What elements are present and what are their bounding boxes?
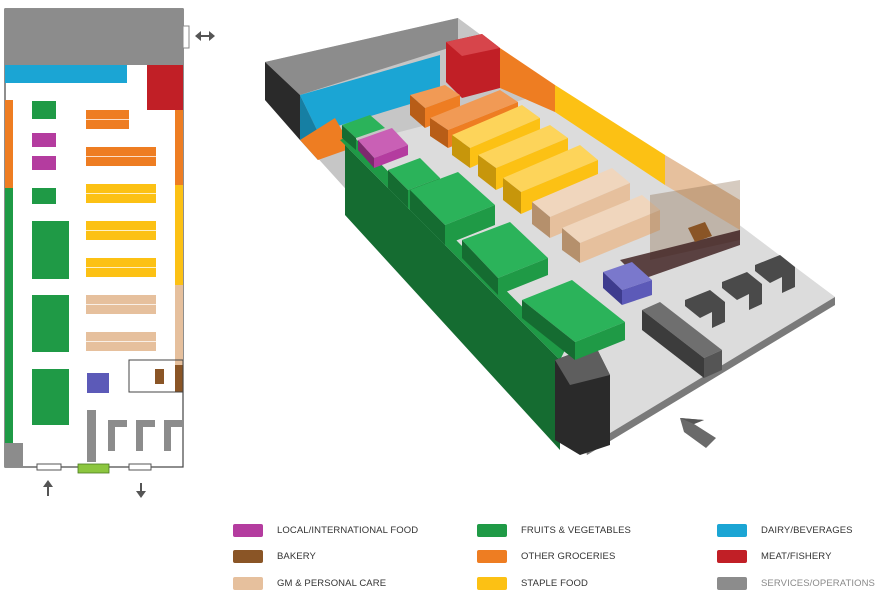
checkout-counters xyxy=(108,420,183,451)
iso-fixture-green-4 xyxy=(522,280,625,360)
fixture-green-2 xyxy=(32,188,56,204)
iso-fixture-green-3 xyxy=(462,222,548,295)
legend-label: STAPLE FOOD xyxy=(521,577,588,589)
right-wall-other-groceries xyxy=(175,110,183,185)
dairy-strip xyxy=(5,65,127,83)
legend-swatch xyxy=(233,549,263,563)
services-back-block xyxy=(5,9,183,65)
legend-item: OTHER GROCERIES xyxy=(477,548,615,564)
isometric-store-view xyxy=(265,18,835,455)
arrow-up-icon xyxy=(43,480,53,496)
legend-swatch xyxy=(477,576,507,590)
legend-label: DAIRY/BEVERAGES xyxy=(761,524,853,536)
right-wall-gm xyxy=(175,285,183,365)
service-door xyxy=(77,463,110,474)
legend-item: DAIRY/BEVERAGES xyxy=(717,522,853,538)
legend-label: SERVICES/OPERATIONS xyxy=(761,577,875,589)
legend-label: GM & PERSONAL CARE xyxy=(277,577,387,589)
iso-left-wall-green-face xyxy=(345,145,560,450)
legend-swatch xyxy=(477,549,507,563)
legend-item: SERVICES/OPERATIONS xyxy=(717,575,875,591)
exit-door xyxy=(128,463,152,471)
fixture-green-1 xyxy=(32,101,56,119)
double-arrow-horizontal-icon xyxy=(195,31,215,41)
legend-label: LOCAL/INTERNATIONAL FOOD xyxy=(277,524,419,536)
iso-checkout-counter-1 xyxy=(685,290,725,328)
iso-checkout-counters xyxy=(685,255,795,328)
iso-checkout-counter-2 xyxy=(722,272,762,310)
fixture-local-2 xyxy=(32,156,56,170)
iso-left-wall-orange xyxy=(300,118,352,160)
legend-item: STAPLE FOOD xyxy=(477,575,588,591)
left-wall-other-groceries xyxy=(5,100,13,188)
fixture-green-4 xyxy=(32,295,69,352)
shelf-staple-2 xyxy=(86,221,156,240)
legend-item: MEAT/FISHERY xyxy=(717,548,832,564)
legend-item: FRUITS & VEGETABLES xyxy=(477,522,631,538)
right-wall-bakery xyxy=(175,365,183,392)
checkout-lane-bar xyxy=(87,410,96,462)
meat-block xyxy=(147,65,183,110)
iso-meat-top xyxy=(446,34,500,56)
legend-label: BAKERY xyxy=(277,550,316,562)
iso-bakery-floor xyxy=(620,230,740,280)
iso-right-wall-staple xyxy=(555,85,665,185)
shelf-orange-2 xyxy=(86,147,156,166)
legend-item: GM & PERSONAL CARE xyxy=(233,575,386,591)
legend-item: BAKERY xyxy=(233,548,316,564)
iso-fixture-green-small xyxy=(342,115,385,150)
floor-edge xyxy=(587,297,835,455)
bakery-area-outline xyxy=(128,359,184,393)
iso-dairy-wall xyxy=(300,55,440,132)
right-wall-staple xyxy=(175,185,183,285)
left-wall-fruits-veg xyxy=(5,188,13,443)
legend-label: FRUITS & VEGETABLES xyxy=(521,524,631,536)
legend-swatch xyxy=(717,576,747,590)
iso-checkout-lane xyxy=(642,302,722,378)
shelf-gm-1 xyxy=(86,295,156,314)
legend-swatch xyxy=(717,549,747,563)
iso-bakery-counter xyxy=(688,222,712,242)
legend-label: MEAT/FISHERY xyxy=(761,550,832,562)
arrow-down-icon xyxy=(136,483,146,498)
fixture-green-3 xyxy=(32,221,69,279)
blue-counter xyxy=(87,373,109,393)
legend-swatch xyxy=(233,523,263,537)
service-corner-block xyxy=(5,443,23,467)
iso-fixture-local xyxy=(358,128,408,168)
legend-item: LOCAL/INTERNATIONAL FOOD xyxy=(233,522,418,538)
iso-checkout-counter-3 xyxy=(755,255,795,293)
iso-right-wall-gm xyxy=(665,155,740,230)
iso-services-wall-top xyxy=(265,18,458,95)
iso-shelf-gm-2 xyxy=(562,195,660,263)
legend-label: OTHER GROCERIES xyxy=(521,550,616,562)
legend-swatch xyxy=(717,523,747,537)
shelf-staple-3 xyxy=(86,258,156,277)
shelf-gm-2 xyxy=(86,332,156,351)
fixture-green-5 xyxy=(32,369,69,425)
iso-right-wall-orange xyxy=(500,48,555,112)
checkout-counter-3 xyxy=(164,420,183,451)
checkout-counter-1 xyxy=(108,420,127,451)
iso-services-wall-side xyxy=(265,62,300,140)
iso-fixture-green-2 xyxy=(410,172,495,245)
bakery-counter xyxy=(155,369,164,384)
large-diagonal-arrow-icon xyxy=(680,418,716,448)
shelf-staple-1 xyxy=(86,184,156,203)
shelf-orange-1 xyxy=(86,110,129,129)
floor-plan xyxy=(4,8,215,498)
fixture-local-1 xyxy=(32,133,56,147)
iso-shelf-gm-1 xyxy=(532,168,630,238)
legend-swatch xyxy=(477,523,507,537)
back-door xyxy=(182,25,190,49)
iso-blue-counter xyxy=(603,262,652,305)
legend-swatch xyxy=(233,576,263,590)
entry-door xyxy=(36,463,62,471)
checkout-counter-2 xyxy=(136,420,155,451)
